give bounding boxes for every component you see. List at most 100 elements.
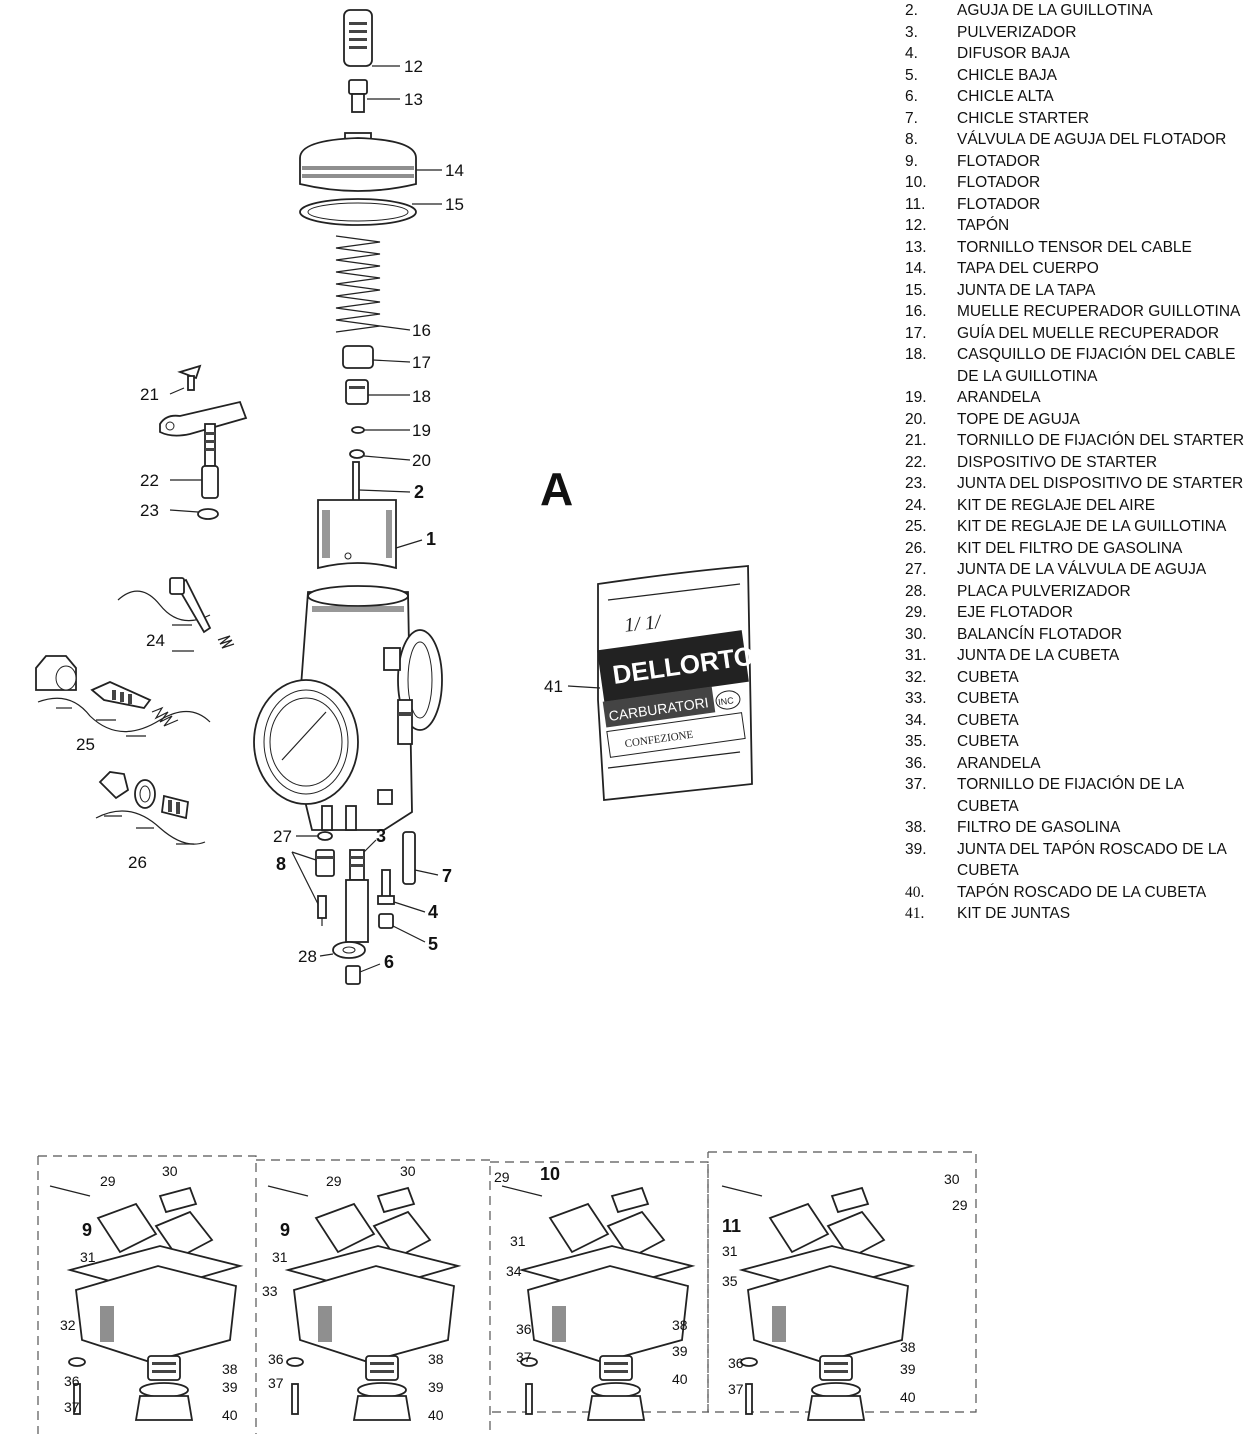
- float-shape: [372, 1210, 432, 1260]
- part-4-low-diffuser: [377, 869, 426, 913]
- callout-19: 19: [412, 421, 431, 440]
- legend-text: KIT DE JUNTAS: [957, 905, 1071, 922]
- bag-badge-text: INC: [718, 695, 735, 707]
- plug-gasket-shape: [811, 1382, 861, 1398]
- float-pin-shape: [49, 1185, 91, 1197]
- legend-text: DISPOSITIVO DE STARTER: [957, 453, 1158, 471]
- bowl-callout-39: 39: [222, 1379, 238, 1395]
- bowl-washer-shape: [68, 1357, 86, 1367]
- filter-mesh-shape: [604, 1362, 628, 1373]
- callout-24: 24: [146, 631, 165, 650]
- legend-text: CUBETA: [957, 690, 1019, 707]
- legend-number: 13.: [905, 238, 927, 256]
- bowl-body-shape: [293, 1265, 455, 1363]
- legend-text: JUNTA DE LA VÁLVULA DE AGUJA: [957, 561, 1207, 578]
- callout-23: 23: [140, 501, 159, 520]
- callout-18: 18: [412, 387, 431, 406]
- part-17-spring-guide: [342, 345, 411, 369]
- fuel-filter-kit-group: [95, 771, 206, 845]
- legend-text: PULVERIZADOR: [957, 23, 1077, 41]
- callout-41: 41: [544, 677, 563, 696]
- legend-number: 23.: [905, 475, 927, 492]
- plug-gasket-shape: [139, 1382, 189, 1398]
- legend-item: 7.CHICLE STARTER: [905, 108, 1245, 130]
- fuel-filter-shape: [147, 1355, 181, 1381]
- legend-text: FLOTADOR: [957, 174, 1041, 191]
- legend-text: JUNTA DEL DISPOSITIVO DE STARTER: [957, 475, 1244, 492]
- legend-item: 19.ARANDELA: [905, 387, 1245, 409]
- float-lever-shape: [610, 1186, 650, 1214]
- figure-letter: A: [540, 463, 574, 515]
- legend-number: 20.: [905, 410, 927, 428]
- legend-number: 9.: [905, 152, 918, 170]
- part-5-low-jet: [378, 913, 426, 943]
- legend-number: 39.: [905, 840, 927, 858]
- legend-item: 24.KIT DE REGLAJE DEL AIRE: [905, 495, 1245, 517]
- bowl-callout-11: 11: [722, 1216, 741, 1236]
- fuel-filter-shape: [599, 1355, 633, 1381]
- filter-mesh-shape: [152, 1362, 176, 1373]
- legend-text: AGUJA DE LA GUILLOTINA: [957, 2, 1153, 19]
- legend-number: 2.: [905, 2, 918, 19]
- bowl-callout-36: 36: [728, 1355, 744, 1371]
- legend-text: CASQUILLO DE FIJACIÓN DEL CABLE DE LA GU…: [957, 346, 1236, 385]
- legend-number: 40.: [905, 883, 925, 901]
- legend-text: CHICLE STARTER: [957, 109, 1090, 127]
- callout-labels: 12 13 14 15 16 17 18 19 20 2 1 21 22 23 …: [76, 57, 756, 972]
- legend-item: 38.FILTRO DE GASOLINA: [905, 817, 1245, 839]
- legend-item: 26.KIT DEL FILTRO DE GASOLINA: [905, 538, 1245, 560]
- legend-text: TORNILLO TENSOR DEL CABLE: [957, 238, 1192, 256]
- gasket-kit-bag: [567, 565, 753, 801]
- fuel-filter-shape: [819, 1355, 853, 1381]
- float-shape: [154, 1210, 214, 1260]
- float-shape: [314, 1202, 376, 1254]
- callout-26: 26: [128, 853, 147, 872]
- legend-text: CHICLE BAJA: [957, 66, 1057, 84]
- legend-item: 13. TORNILLO TENSOR DEL CABLE: [905, 237, 1245, 259]
- legend-item: 10.FLOTADOR: [905, 172, 1245, 194]
- legend-item: 18.CASQUILLO DE FIJACIÓN DEL CABLE DE LA…: [905, 344, 1245, 387]
- part-20-needle-stop: [349, 449, 411, 461]
- legend-number: 12.: [905, 217, 927, 234]
- callout-28: 28: [298, 947, 317, 966]
- part-18-cable-bushing: [345, 379, 410, 405]
- legend-text: CHICLE ALTA: [957, 88, 1054, 105]
- legend-text: TAPÓN ROSCADO DE LA CUBETA: [957, 883, 1207, 901]
- bowl-callout-39: 39: [672, 1343, 688, 1359]
- legend-number: 4.: [905, 45, 918, 62]
- legend-item: 39.JUNTA DEL TAPÓN ROSCADO DE LA CUBETA: [905, 839, 1245, 882]
- legend-number: 41.: [905, 905, 925, 922]
- bowl-shadow-shape: [552, 1306, 566, 1342]
- legend-number: 14.: [905, 260, 927, 277]
- bowl-callout-35: 35: [722, 1273, 738, 1289]
- threaded-plug-shape: [134, 1395, 194, 1421]
- part-16-return-spring: [335, 235, 411, 333]
- legend-text: ARANDELA: [957, 389, 1041, 406]
- legend-text: CUBETA: [957, 733, 1019, 750]
- legend-text: JUNTA DE LA CUBETA: [957, 647, 1120, 664]
- bowl-callout-38: 38: [222, 1361, 238, 1377]
- legend-number: 6.: [905, 88, 918, 105]
- bowl-callout-9: 9: [280, 1220, 290, 1240]
- legend-item: 33.CUBETA: [905, 688, 1245, 710]
- bowl-screw-shape: [73, 1383, 81, 1415]
- legend-item: 20.TOPE DE AGUJA: [905, 409, 1245, 431]
- legend-item: 40. TAPÓN ROSCADO DE LA CUBETA: [905, 882, 1245, 904]
- legend-text: TORNILLO DE FIJACIÓN DEL STARTER: [957, 432, 1245, 449]
- legend-text: FLOTADOR: [957, 152, 1041, 170]
- legend-number: 28.: [905, 582, 927, 600]
- legend-item: 34.CUBETA: [905, 710, 1245, 732]
- float-shape: [768, 1202, 830, 1254]
- part-14-body-cover: [299, 132, 442, 192]
- slide-adjust-kit-group: [35, 655, 211, 737]
- legend-item: 37.TORNILLO DE FIJACIÓN DE LA CUBETA: [905, 774, 1245, 817]
- legend-number: 24.: [905, 496, 927, 514]
- bowl-callout-30: 30: [162, 1163, 178, 1179]
- bowl-callout-31: 31: [80, 1249, 96, 1265]
- callout-2: 2: [414, 482, 424, 502]
- float-shape: [548, 1202, 610, 1254]
- legend-number: 32.: [905, 668, 927, 686]
- callout-16: 16: [412, 321, 431, 340]
- bowl-screw-shape: [291, 1383, 299, 1415]
